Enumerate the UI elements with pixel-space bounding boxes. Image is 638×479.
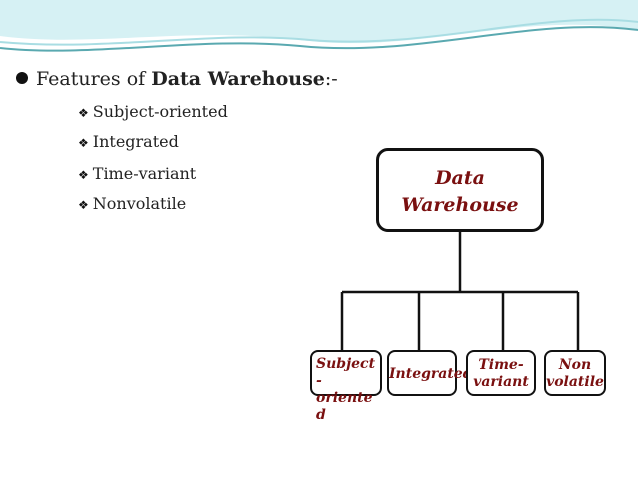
subject-oriented-node: Subject - oriente d (310, 350, 382, 396)
nonvolatile-node: Non volatile (544, 350, 606, 396)
time-variant-node: Time- variant (466, 350, 536, 396)
integrated-node: Integrated (387, 350, 457, 396)
data-warehouse-node: Data Warehouse (376, 148, 544, 232)
